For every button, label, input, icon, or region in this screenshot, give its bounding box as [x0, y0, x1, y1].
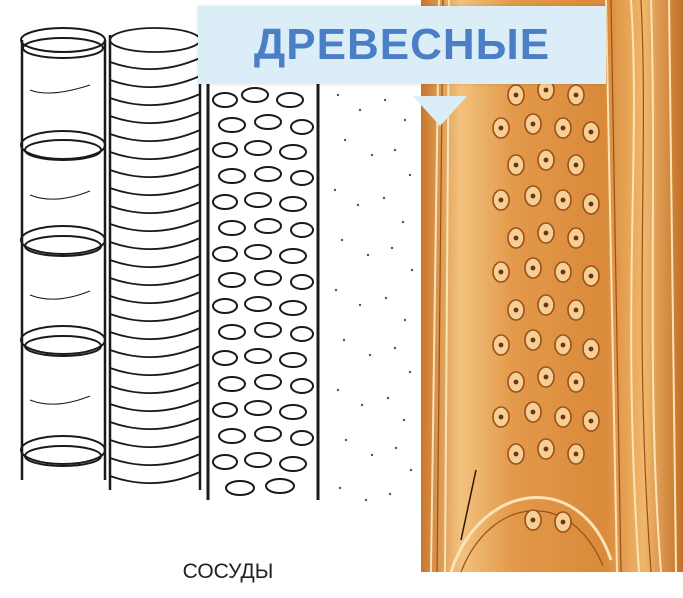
reticulate-vessel	[208, 70, 318, 500]
spiral-vessel	[110, 28, 200, 490]
title-banner: ДРЕВЕСНЫЕ	[198, 6, 606, 84]
tracheid-illustration	[421, 0, 683, 572]
banner-pointer-arrow	[413, 96, 467, 126]
annular-vessel	[21, 28, 105, 480]
stipple-dots	[334, 94, 413, 501]
vessels-caption: СОСУДЫ	[158, 560, 298, 584]
banner-title: ДРЕВЕСНЫЕ	[198, 6, 606, 84]
